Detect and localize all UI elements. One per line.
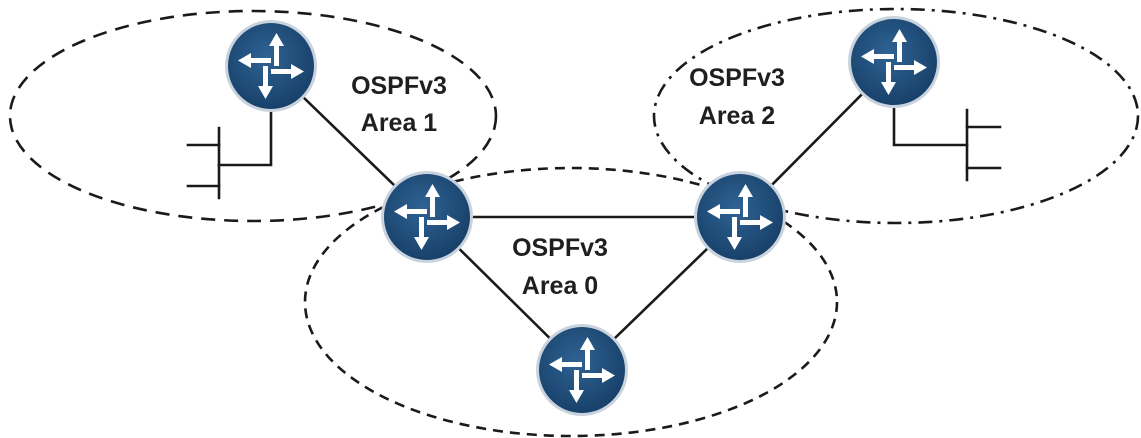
area1-label-line1: OSPFv3 <box>351 72 447 100</box>
router-icon <box>381 171 473 263</box>
router-area0-bottom <box>536 324 628 416</box>
area0-label-line2: Area 0 <box>522 272 598 300</box>
router-icon <box>225 20 317 112</box>
area2-boundary <box>652 7 1140 225</box>
router-abr-left <box>381 171 473 263</box>
area0-boundary <box>303 166 839 438</box>
area0-label-line1: OSPFv3 <box>512 234 608 262</box>
area2-label-line1: OSPFv3 <box>689 64 785 92</box>
area1-label-line2: Area 1 <box>361 109 438 137</box>
router-area2 <box>848 16 940 108</box>
router-icon <box>848 16 940 108</box>
area1-boundary <box>8 9 498 223</box>
router-area1 <box>225 20 317 112</box>
router-abr-right <box>694 171 786 263</box>
area2-label-line2: Area 2 <box>699 102 775 130</box>
router-icon <box>536 324 628 416</box>
router-icon <box>694 171 786 263</box>
